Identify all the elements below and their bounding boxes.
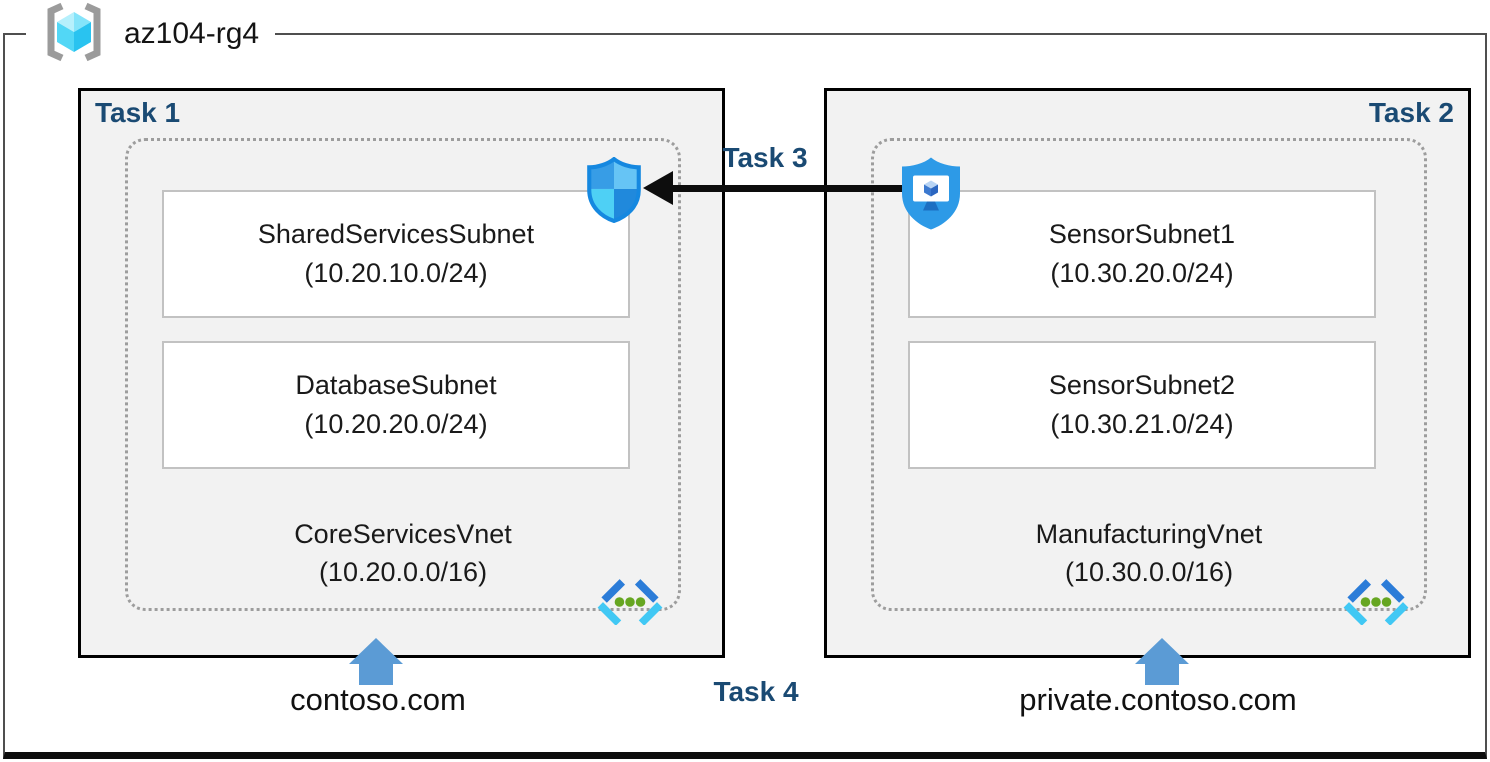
private-contoso-up-arrow-icon bbox=[1135, 638, 1189, 664]
subnet-cidr: (10.30.21.0/24) bbox=[1050, 409, 1234, 439]
task4-label: Task 4 bbox=[713, 676, 799, 707]
vnet-name: CoreServicesVnet bbox=[294, 519, 512, 550]
task2-label: Task 2 bbox=[1368, 97, 1454, 128]
resource-group-boundary bbox=[3, 33, 1487, 759]
sensor-subnet2: SensorSubnet2 (10.30.21.0/24) bbox=[908, 341, 1376, 469]
manufacturing-vnet: SensorSubnet1 (10.30.20.0/24) SensorSubn… bbox=[871, 138, 1427, 626]
sensor-subnet1: SensorSubnet1 (10.30.20.0/24) bbox=[908, 190, 1376, 318]
contoso-up-arrow-icon bbox=[349, 638, 403, 664]
private-contoso-up-arrow-stem bbox=[1145, 663, 1179, 685]
vnet-name-block: CoreServicesVnet (10.20.0.0/16) bbox=[128, 516, 678, 592]
core-services-vnet: SharedServicesSubnet (10.20.10.0/24) Dat… bbox=[125, 138, 681, 626]
contoso-dns-zone-label: contoso.com bbox=[290, 682, 466, 717]
task2-box: Task 2 SensorSubnet1 (10.30.20.0/24) Sen… bbox=[824, 88, 1471, 658]
vnet-name-block: ManufacturingVnet (10.30.0.0/16) bbox=[874, 516, 1424, 592]
vnet-cidr: (10.20.0.0/16) bbox=[318, 557, 488, 588]
resource-group-icon bbox=[42, 2, 106, 67]
vnet-name: ManufacturingVnet bbox=[1035, 519, 1263, 550]
task1-label: Task 1 bbox=[95, 97, 181, 128]
subnet-cidr: (10.30.20.0/24) bbox=[1050, 258, 1234, 288]
resource-group-name: az104-rg4 bbox=[124, 17, 260, 50]
subnet-name: SensorSubnet1 bbox=[1048, 218, 1236, 249]
private-contoso-dns-zone-label: private.contoso.com bbox=[1019, 682, 1297, 717]
database-subnet: DatabaseSubnet (10.20.20.0/24) bbox=[162, 341, 630, 469]
virtual-network-icon bbox=[596, 579, 664, 626]
peering-arrow-line bbox=[664, 185, 904, 192]
subnet-cidr: (10.20.10.0/24) bbox=[304, 258, 488, 288]
vnet-cidr: (10.30.0.0/16) bbox=[1064, 557, 1234, 588]
bastion-shield-monitor-icon bbox=[896, 155, 966, 232]
subnet-name: SensorSubnet2 bbox=[1048, 369, 1236, 400]
subnet-cidr: (10.20.20.0/24) bbox=[304, 409, 488, 439]
virtual-network-icon bbox=[1342, 579, 1410, 626]
shared-services-subnet: SharedServicesSubnet (10.20.10.0/24) bbox=[162, 190, 630, 318]
subnet-name: DatabaseSubnet bbox=[295, 369, 497, 400]
peering-arrow-head-icon bbox=[643, 171, 673, 205]
task3-label: Task 3 bbox=[722, 142, 808, 173]
network-security-group-shield-icon bbox=[585, 156, 643, 224]
resource-group-legend: az104-rg4 bbox=[26, 2, 276, 67]
contoso-up-arrow-stem bbox=[359, 663, 393, 685]
subnet-name: SharedServicesSubnet bbox=[257, 218, 535, 249]
